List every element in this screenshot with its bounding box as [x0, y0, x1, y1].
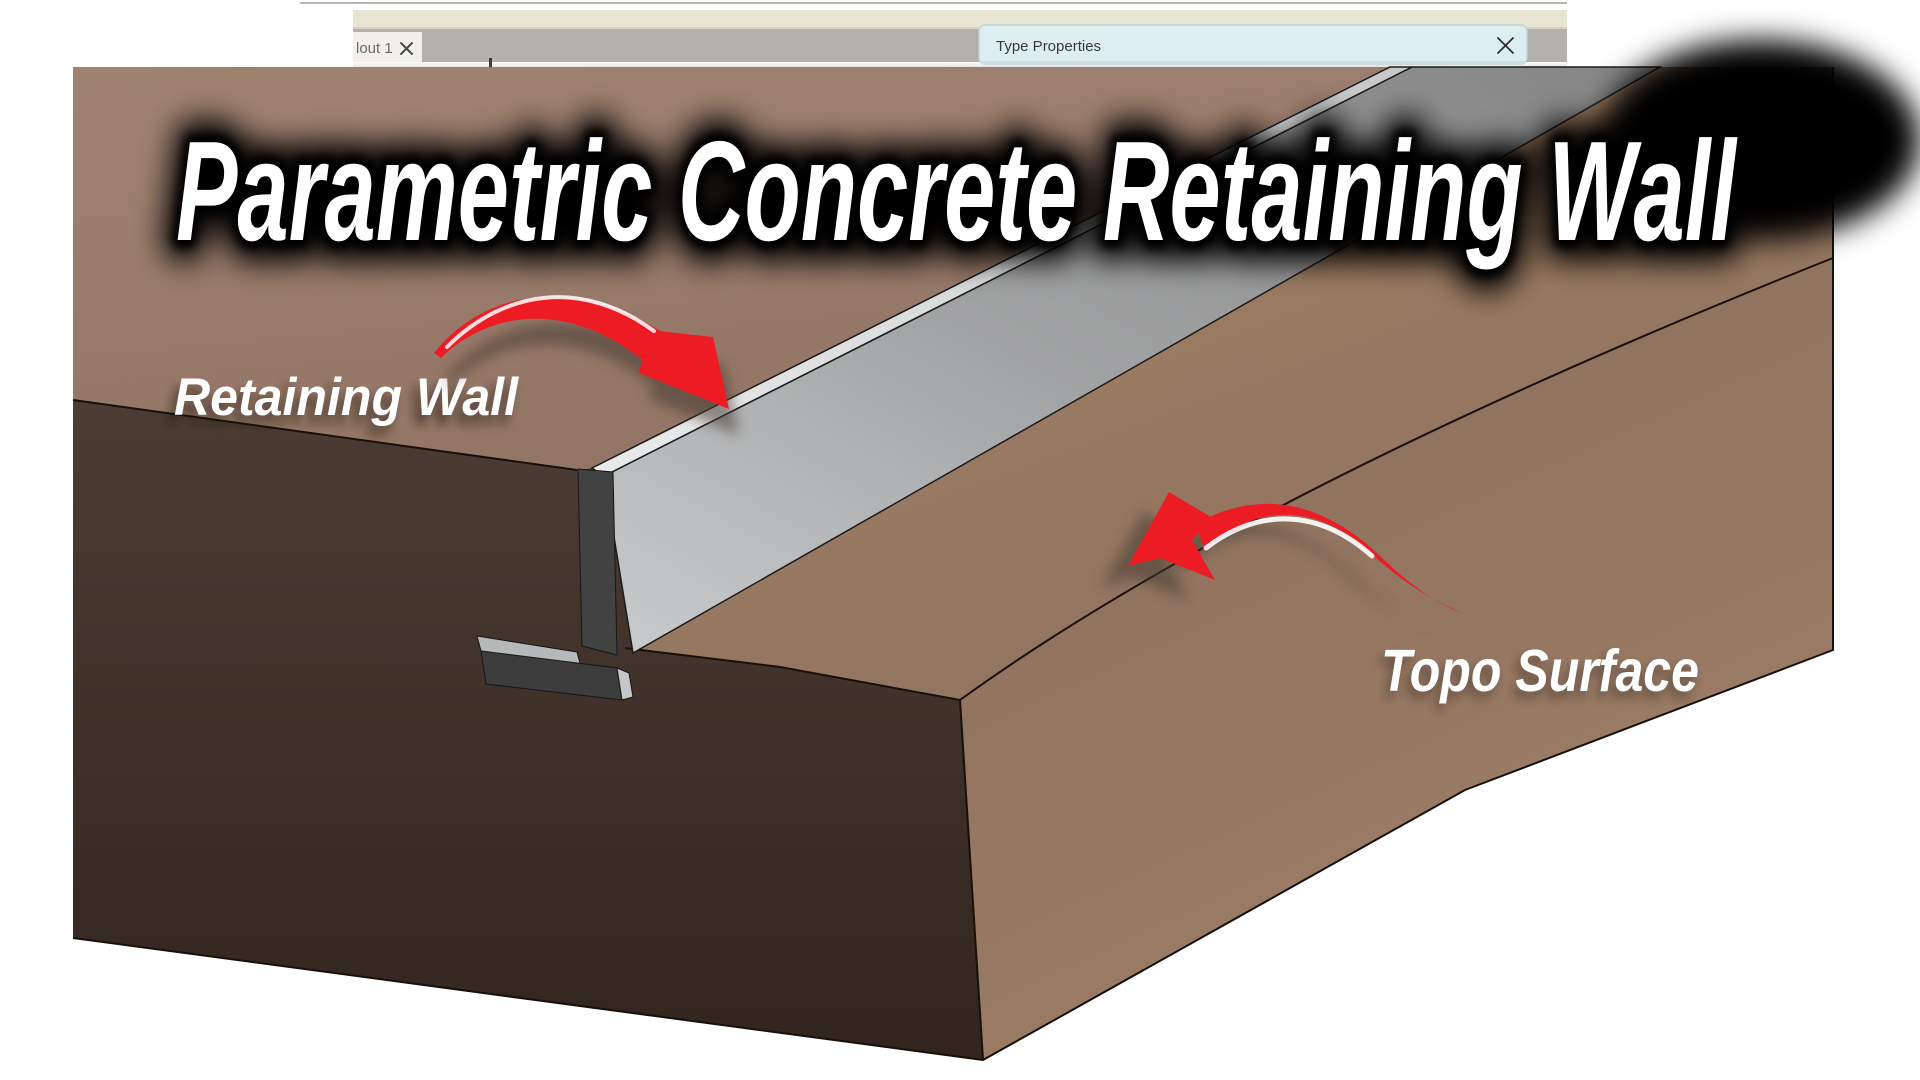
view-tab[interactable]	[353, 32, 422, 62]
terrain-upper-top-face	[73, 67, 1390, 470]
tab-close-icon[interactable]	[400, 42, 413, 55]
terrain-front-face	[73, 400, 983, 1060]
wall-footing-end-face	[616, 667, 634, 701]
toolbar-lower-strip	[353, 62, 1567, 67]
svg-text:Parametric Concrete Retaining: Parametric Concrete Retaining Wall	[176, 112, 1738, 271]
ribbon-strip-border	[353, 27, 1567, 29]
topo-surface-label-shadow: Topo Surface	[1377, 645, 1695, 711]
revit-3d-view: Parametric Concrete Retaining Wall Param…	[72, 40, 1920, 1061]
retaining-wall	[476, 66, 1663, 701]
retaining-wall-label: Retaining Wall	[174, 368, 519, 427]
cursor-tick	[489, 58, 492, 67]
retaining-wall-label-shadow: Retaining Wall	[168, 377, 513, 436]
wall-stem-face	[577, 468, 618, 656]
view-tab-label: lout 1	[356, 40, 393, 57]
topo-surface-label: Topo Surface	[1381, 638, 1699, 704]
terrain-edge-lines	[72, 67, 1834, 1061]
title-glow: Parametric Concrete Retaining Wall Param…	[154, 40, 1920, 293]
window-chrome: lout 1 Type Properties	[300, 2, 1567, 67]
type-properties-dialog[interactable]: Type Properties	[978, 24, 1528, 65]
dialog-close-icon[interactable]	[1497, 37, 1514, 54]
terrain-lower-top-face	[625, 67, 1833, 700]
window-top-edge	[300, 2, 1567, 4]
dialog-bottom-edge	[981, 61, 1525, 64]
retaining-wall-arrow-icon	[434, 295, 729, 409]
main-title: Parametric Concrete Retaining Wall	[176, 112, 1738, 271]
svg-text:Parametric Concrete Retaining: Parametric Concrete Retaining Wall	[176, 112, 1738, 271]
topo-surface-arrow-icon	[1128, 492, 1463, 613]
dialog-title: Type Properties	[996, 38, 1101, 55]
terrain-right-face	[960, 258, 1833, 1060]
